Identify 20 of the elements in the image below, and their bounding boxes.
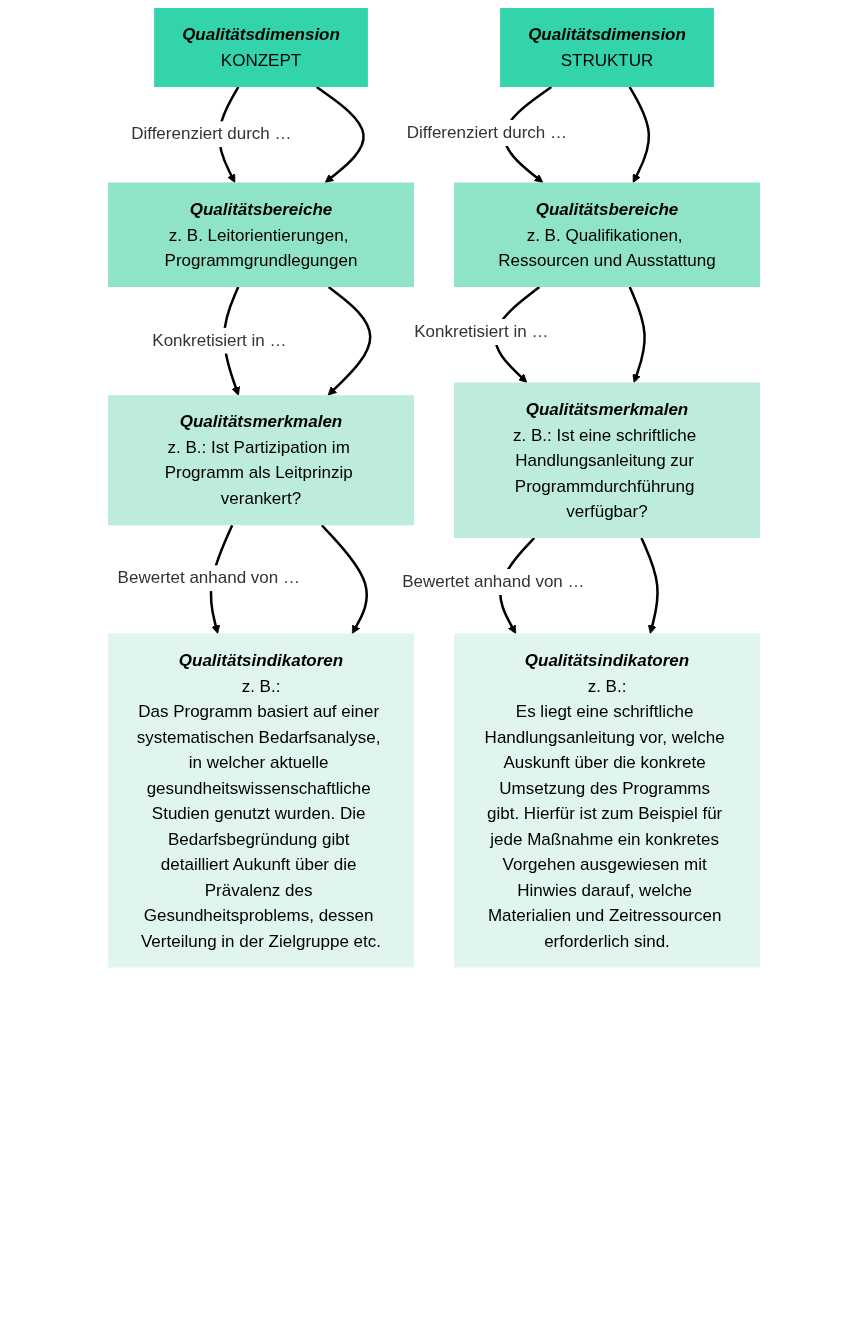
arrow (315, 86, 365, 183)
node-box: Qualitätsindikatoren z. B.: Es liegt eine schriftliche Handlungsanleitung vor, welche Auskunft über die konkrete Umsetzung des Programms gibt. Hierfür ist zum Beispiel für jede Maßnahme ein konkretes Vorgehen ausgewiesen mit Hinwies darauf, welche Materialien und Zeitressourcen erforderlich sind. (454, 633, 760, 968)
arrow (327, 286, 372, 396)
node-box: Qualitätsbereiche z. B. Leitorientierungen, Programmgrundlegungen (108, 182, 414, 287)
edge-label: Konkretisiert in … (414, 322, 549, 342)
node-box: Qualitätsindikatoren z. B.: Das Programm basiert auf einer systematischen Bedarfsanalyse, in welcher aktuelle gesundheitswissenschaftliche Studien genutzt wurden. Die Bedarfsbegründung gibt detailliert Aukunft über die Prävalenz des Gesundheitsproblems, dessen Verteilung in der Zielgruppe etc. (108, 633, 414, 968)
edge-label: Bewertet anhand von … (402, 572, 585, 591)
node-box: Qualitätsmerkmalen z. B.: Ist eine schriftliche Handlungsanleitung zur Programmdurchführung verfügbar? (454, 382, 760, 538)
arrow (320, 524, 368, 634)
arrow (640, 537, 659, 634)
node-box: Qualitätsdimension STRUKTUR (500, 8, 714, 87)
edge-label: Differenziert durch … (406, 123, 568, 143)
edge-label: Bewertet anhand von … (117, 568, 301, 588)
node-box: Qualitätsbereiche z. B. Qualifikationen, Ressourcen und Ausstattung (454, 182, 760, 287)
edge-label: Konkretisiert in … (152, 330, 287, 350)
arrow (628, 86, 651, 183)
node-box: Qualitätsmerkmalen z. B.: Ist Partizipation im Programm als Leitprinzip verankert? (108, 395, 414, 526)
arrow (628, 286, 646, 383)
node-box: Qualitätsdimension KONZEPT (154, 8, 368, 87)
edge-label: Differenziert durch … (131, 124, 292, 144)
